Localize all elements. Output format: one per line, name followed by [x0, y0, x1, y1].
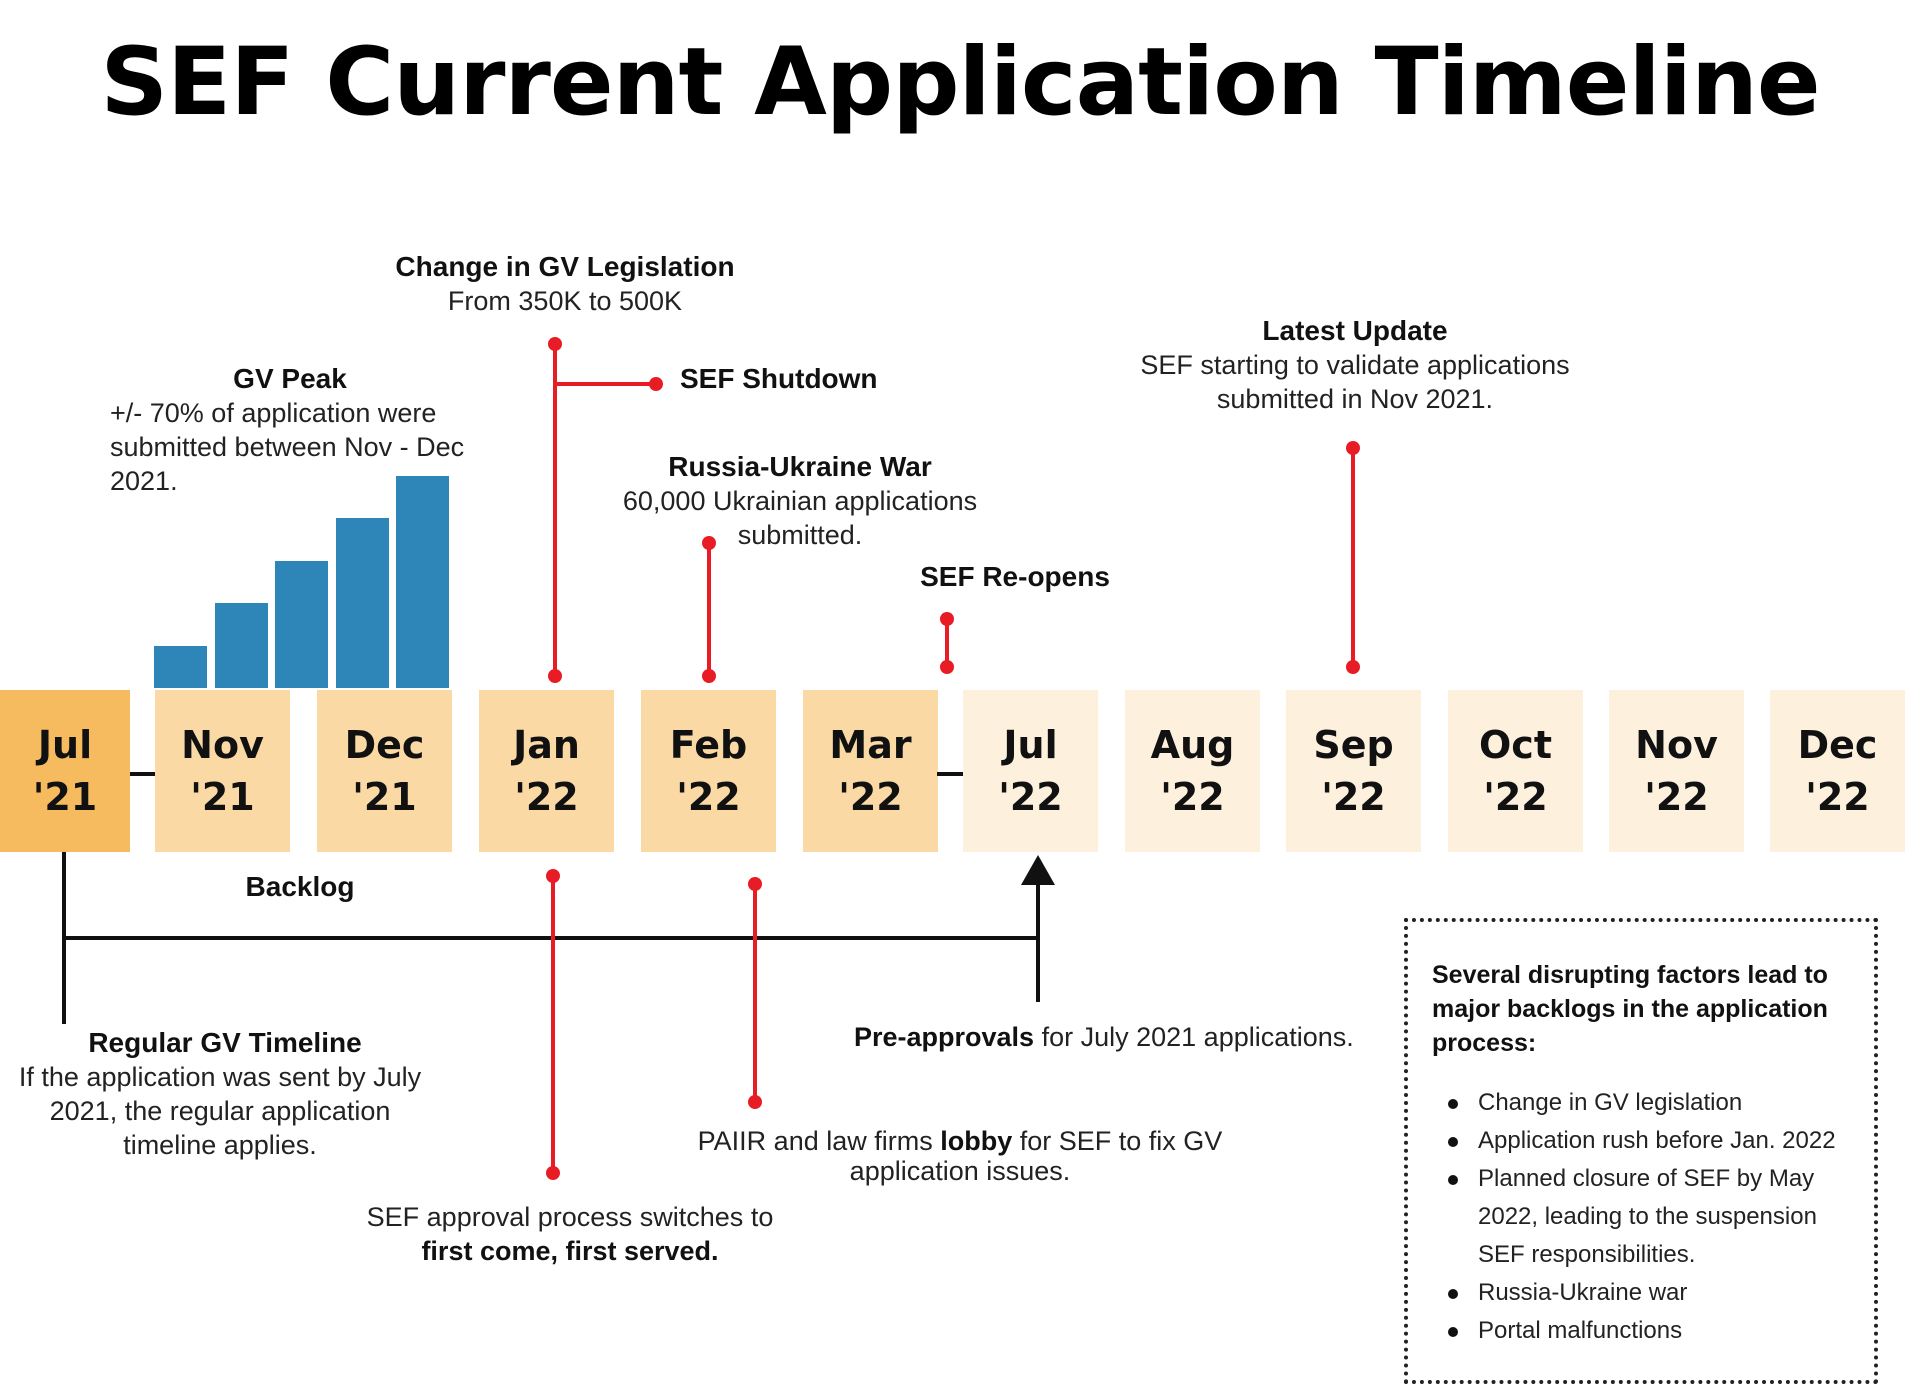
month-name: Jul — [37, 723, 93, 767]
month-year: '22 — [1321, 775, 1386, 819]
timeline-connector — [130, 772, 155, 776]
month-year: '22 — [676, 775, 741, 819]
month-box: Dec '21 — [317, 690, 452, 852]
event-dot — [1346, 660, 1360, 674]
month-box: Aug '22 — [1125, 690, 1260, 852]
factor-item: Change in GV legislation — [1448, 1084, 1850, 1122]
month-box: Dec '22 — [1770, 690, 1905, 852]
event-line-lobby — [753, 884, 757, 1102]
event-branch-sef-shutdown — [555, 382, 655, 386]
timeline-connector — [937, 772, 963, 776]
russia-war-label: Russia-Ukraine War 60,000 Ukrainian appl… — [622, 451, 978, 550]
event-dot — [748, 877, 762, 891]
month-box: Oct '22 — [1448, 690, 1583, 852]
factor-item: Portal malfunctions — [1448, 1312, 1850, 1350]
gv-peak-bar — [154, 646, 207, 688]
factor-item: Planned closure of SEF by May 2022, lead… — [1448, 1160, 1850, 1274]
latest-update-label: Latest Update SEF starting to validate a… — [1140, 315, 1570, 414]
change-gv-label: Change in GV Legislation From 350K to 50… — [395, 251, 735, 316]
month-name: Nov — [1635, 723, 1718, 767]
month-year: '21 — [352, 775, 417, 819]
month-box: Nov '22 — [1609, 690, 1744, 852]
month-year: '22 — [1644, 775, 1709, 819]
event-dot — [548, 337, 562, 351]
disrupting-factors-box: Several disrupting factors lead to major… — [1404, 918, 1878, 1384]
sef-reopens-label: SEF Re-opens — [920, 561, 1110, 592]
event-dot — [546, 869, 560, 883]
month-name: Feb — [669, 723, 748, 767]
factor-item: Russia-Ukraine war — [1448, 1274, 1850, 1312]
month-name: Aug — [1150, 723, 1235, 767]
pre-approvals-label: Pre-approvals for July 2021 applications… — [854, 1022, 1354, 1052]
month-name: Jul — [1003, 723, 1058, 767]
gv-peak-bar — [336, 518, 389, 688]
event-line-russia-war — [707, 542, 711, 676]
event-line-approval-switch — [551, 876, 555, 1174]
month-name: Sep — [1313, 723, 1394, 767]
regular-gv-label: Regular GV Timeline If the application w… — [18, 1027, 422, 1160]
month-name: Dec — [344, 723, 425, 767]
month-year: '22 — [1805, 775, 1870, 819]
event-dot — [702, 669, 716, 683]
page-title: SEF Current Application Timeline — [100, 28, 1820, 137]
approval-switch-label: SEF approval process switches to first c… — [366, 1202, 774, 1266]
month-year: '22 — [1160, 775, 1225, 819]
month-name: Jan — [513, 723, 580, 767]
event-dot — [702, 536, 716, 550]
sef-shutdown-label: SEF Shutdown — [680, 363, 878, 394]
event-dot — [940, 660, 954, 674]
month-name: Dec — [1797, 723, 1878, 767]
event-line-change-gv — [553, 344, 557, 676]
month-name: Nov — [181, 723, 264, 767]
month-box: Mar '22 — [803, 690, 938, 852]
month-year: '22 — [998, 775, 1063, 819]
event-line-latest-update — [1351, 448, 1355, 668]
month-box: Jul '22 — [963, 690, 1098, 852]
backlog-label: Backlog — [245, 871, 355, 902]
event-dot — [649, 377, 663, 391]
gv-peak-bar — [275, 561, 328, 688]
event-dot — [546, 1166, 560, 1180]
event-line-sef-reopens — [945, 617, 949, 667]
month-box: Nov '21 — [155, 690, 290, 852]
gv-peak-bar — [396, 476, 449, 688]
gv-peak-bar — [215, 603, 268, 688]
month-name: Oct — [1479, 723, 1552, 767]
month-year: '22 — [838, 775, 903, 819]
gv-peak-label: GV Peak +/- 70% of application were subm… — [110, 363, 465, 496]
month-box: Sep '22 — [1286, 690, 1421, 852]
event-dot — [748, 1095, 762, 1109]
month-year: '21 — [32, 775, 98, 819]
month-year: '21 — [190, 775, 255, 819]
month-box: Jul '21 — [0, 690, 130, 852]
factors-heading: Several disrupting factors lead to major… — [1432, 961, 1828, 1057]
lobby-label: PAIIR and law firms lobby for SEF to fix… — [697, 1126, 1223, 1186]
pre-approvals-line — [1036, 880, 1040, 1002]
month-box: Jan '22 — [479, 690, 614, 852]
month-year: '22 — [514, 775, 579, 819]
event-dot — [940, 612, 954, 626]
factor-item: Application rush before Jan. 2022 — [1448, 1122, 1850, 1160]
month-box: Feb '22 — [641, 690, 776, 852]
event-dot — [548, 669, 562, 683]
month-year: '22 — [1483, 775, 1548, 819]
month-name: Mar — [829, 723, 912, 767]
event-dot — [1346, 441, 1360, 455]
arrow-up-icon — [1021, 855, 1055, 885]
